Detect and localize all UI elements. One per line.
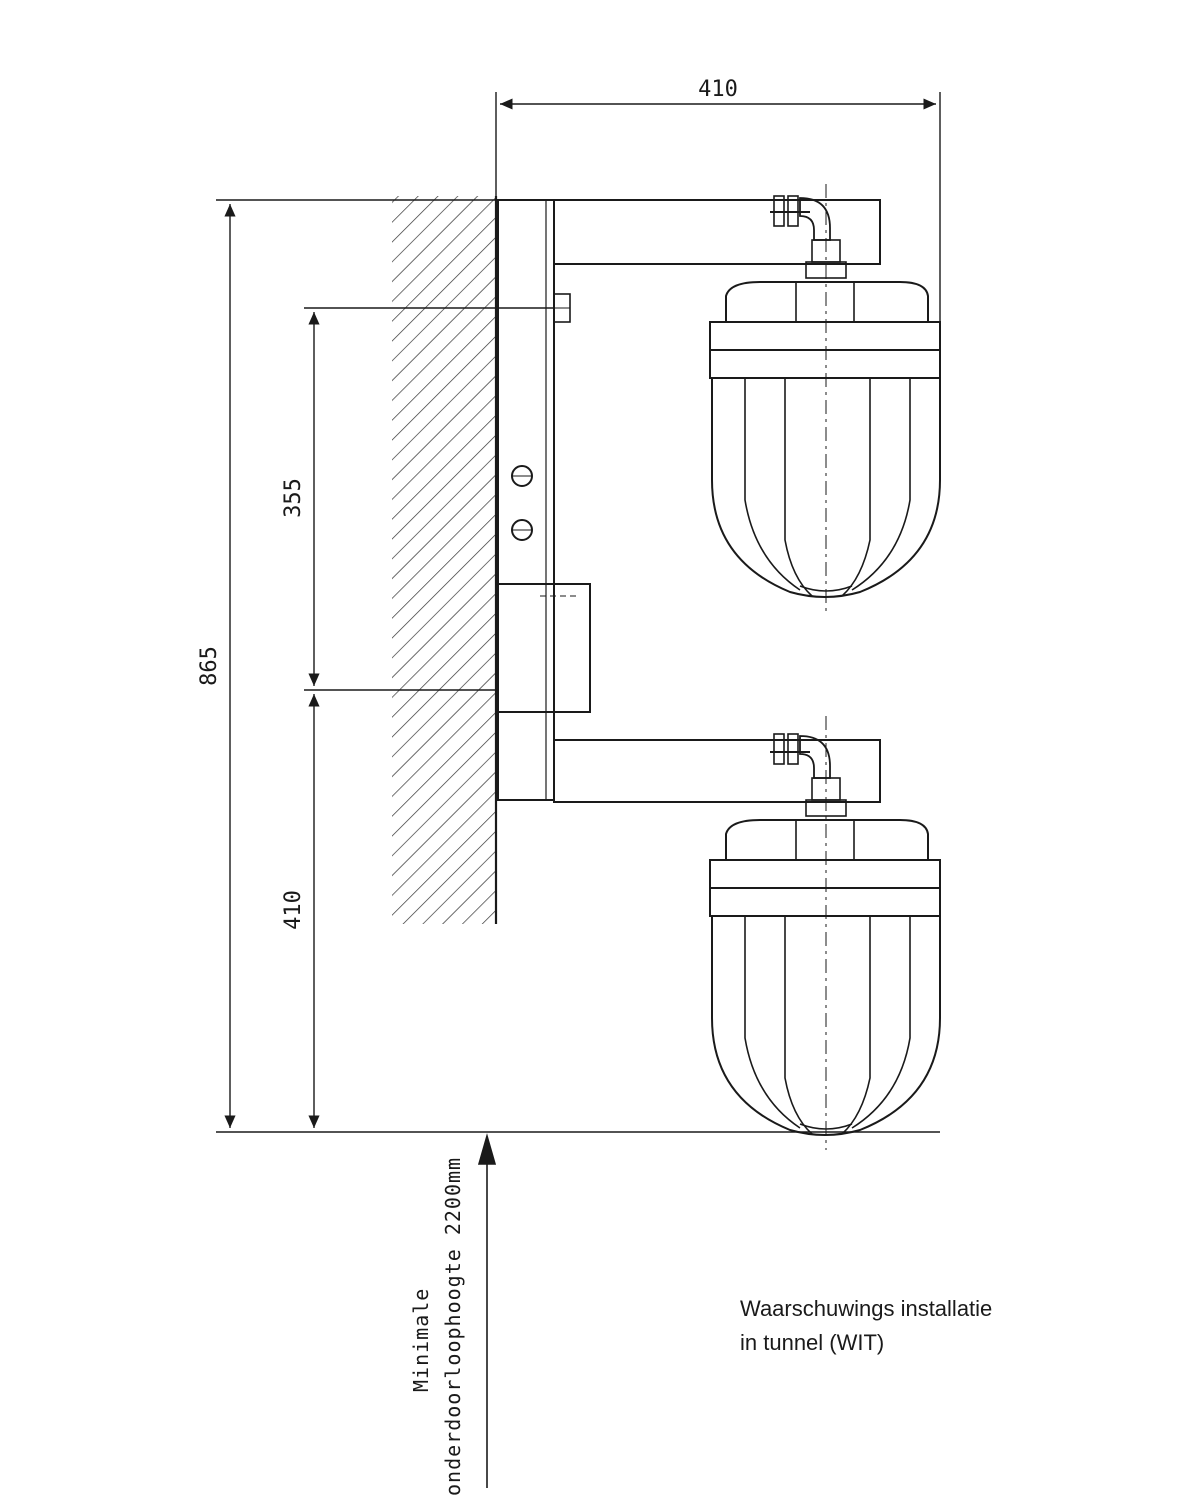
dimension-width-top — [495, 92, 941, 322]
caption-line1: Waarschuwings installatie — [740, 1296, 993, 1321]
mounting-plate — [497, 199, 571, 801]
dimension-height-total — [216, 199, 940, 1133]
dim-label-height-mid: 355 — [281, 478, 306, 518]
upper-lamp — [709, 184, 941, 612]
clearance-note-line1: Minimale — [409, 1288, 433, 1392]
lower-bracket — [553, 733, 881, 817]
lower-lamp — [709, 716, 941, 1150]
dim-label-width-top: 410 — [698, 77, 738, 102]
junction-box — [497, 583, 591, 713]
upper-bracket — [553, 195, 881, 279]
caption-line2: in tunnel (WIT) — [740, 1330, 885, 1355]
clearance-arrow — [477, 1133, 497, 1488]
drawing-caption: Waarschuwings installatie in tunnel (WIT… — [740, 1292, 992, 1360]
clearance-note-line2: onderdoorloophoogte 2200mm — [441, 1157, 465, 1496]
dimension-height-mid — [304, 307, 554, 691]
dim-label-height-lower: 410 — [281, 890, 306, 930]
dim-label-height-total: 865 — [197, 646, 222, 686]
wall-section — [392, 196, 498, 924]
